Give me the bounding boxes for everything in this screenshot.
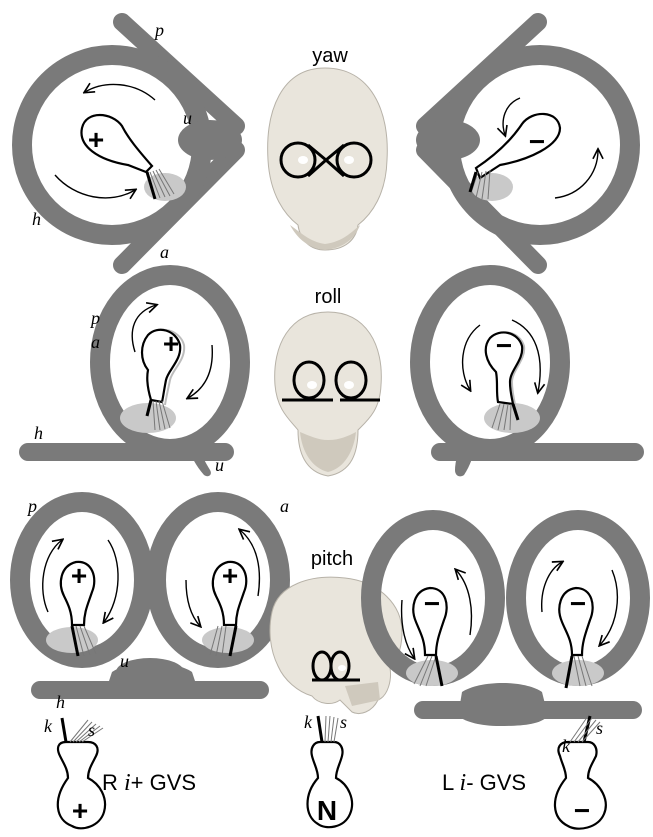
endolymph-flow-arrow [402, 600, 414, 658]
utricle [416, 120, 480, 160]
cupula-hair-cell [470, 114, 560, 199]
crista-ampullaris [484, 403, 540, 433]
legend-sign-plus: + [72, 795, 88, 826]
legend-label-s: s [340, 712, 347, 732]
pitch-title: pitch [311, 548, 353, 570]
legend-sign-minus: − [574, 795, 590, 826]
utricle [458, 683, 548, 726]
legend-l-gvs-hair-cell: k s − L i- GVS [442, 716, 606, 829]
roll-left-canal-system: + p a h u [28, 275, 240, 476]
roll-right-canal-system: − [420, 275, 635, 476]
endolymph-flow-arrow [55, 175, 135, 198]
endolymph-flow-arrow [456, 570, 471, 635]
endolymph-flow-arrow [43, 540, 62, 612]
pitch-left-canal-system: + + p a u h [20, 496, 289, 712]
cupula-sign-minus: − [570, 588, 586, 619]
cupula-sign-plus: + [163, 328, 179, 359]
label-u: u [183, 108, 192, 128]
label-p: p [153, 20, 164, 40]
pitch-right-canal-system: − − [371, 520, 640, 726]
legend-label-k: k [562, 736, 571, 756]
endolymph-flow-arrow [188, 345, 212, 398]
roll-panel: roll + p a h u [28, 275, 635, 476]
cupula-sign-plus: + [71, 560, 87, 591]
endolymph-flow-arrow [555, 150, 598, 198]
legend-r-gvs-hair-cell: k s + R i+ GVS [44, 716, 196, 828]
legend-label-k: k [44, 716, 53, 736]
yaw-left-canal-system: + p u h a [22, 20, 242, 265]
label-u: u [215, 455, 224, 475]
label-a: a [91, 332, 100, 352]
label-a: a [280, 496, 289, 516]
crista-ampullaris [406, 660, 458, 686]
label-h: h [34, 423, 43, 443]
skull-front-roll [275, 312, 382, 476]
label-h: h [56, 692, 65, 712]
legend-label-s: s [596, 718, 603, 738]
yaw-title: yaw [312, 45, 348, 67]
legend-left-gvs-label: L i- GVS [442, 770, 526, 796]
label-p: p [89, 308, 100, 328]
endolymph-flow-arrow [463, 325, 480, 390]
endolymph-flow-arrow [85, 84, 155, 100]
legend: k s + R i+ GVS k s N k [44, 712, 606, 829]
roll-title: roll [315, 286, 342, 308]
legend-sign-neutral: N [317, 795, 337, 826]
cupula-sign-minus: − [496, 330, 512, 361]
label-a: a [160, 242, 169, 262]
label-p: p [26, 496, 37, 516]
cupula-sign-plus: + [222, 560, 238, 591]
cupula-sign-plus: + [88, 124, 104, 155]
skull-front-yaw [268, 68, 388, 250]
crista-ampullaris [202, 627, 254, 653]
legend-label-s: s [88, 720, 95, 740]
cupula-sign-minus: − [529, 126, 545, 157]
legend-right-gvs-label: R i+ GVS [102, 770, 196, 796]
yaw-right-canal-system: − [416, 22, 630, 265]
label-h: h [32, 209, 41, 229]
cupula-sign-minus: − [424, 588, 440, 619]
legend-label-k: k [304, 712, 313, 732]
endolymph-flow-arrow [186, 580, 200, 626]
yaw-panel: yaw + p u h a [22, 20, 630, 265]
legend-neutral-hair-cell: k s N [304, 712, 352, 827]
crista-ampullaris [552, 660, 604, 686]
endolymph-flow-arrow [104, 540, 118, 622]
label-u: u [120, 651, 129, 671]
crista-ampullaris [471, 173, 513, 201]
endolymph-flow-arrow [600, 570, 617, 645]
pitch-panel: pitch + + [20, 496, 640, 726]
